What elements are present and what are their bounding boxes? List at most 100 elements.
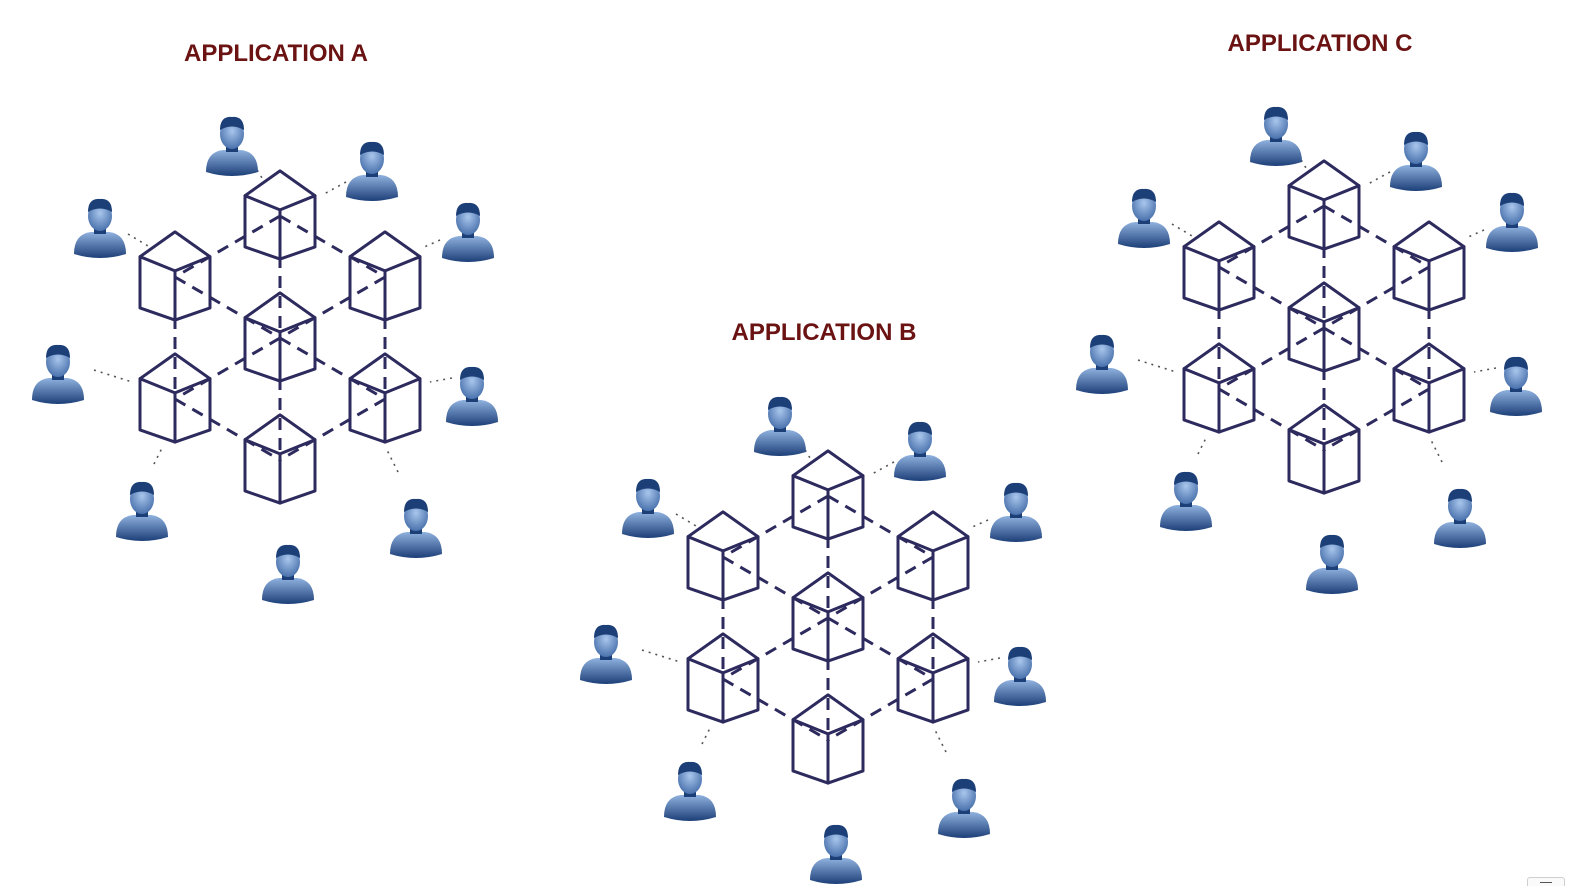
application-b-user-8-icon [938,778,990,838]
application-b-node-1-icon [791,449,865,541]
application-b-user-7-icon [664,761,716,821]
application-b-user-5-icon [580,624,632,684]
application-c-node-4-icon [1287,281,1361,373]
application-a-link [174,214,281,279]
application-a-user-connector [127,233,149,247]
application-c-user-4-icon [1486,192,1538,252]
application-a-user-6-icon [446,366,498,426]
application-b-title: APPLICATION B [732,319,917,346]
application-a-link [174,275,281,340]
application-a-node-3-icon [348,230,422,322]
scroll-corner-widget[interactable] [1527,877,1565,886]
application-b-links [721,494,935,742]
application-a-user-5-icon [32,344,84,404]
application-b-user-6-icon [994,646,1046,706]
application-a: APPLICATION A [32,40,498,604]
application-a-link [174,397,281,462]
application-b-user-connector [977,657,1001,663]
application-c-user-connector [1171,223,1193,237]
application-c-user-9-icon [1306,534,1358,594]
application-c-user-6-icon [1490,356,1542,416]
application-c-user-connector [1465,229,1485,239]
application-b-user-9-icon [810,824,862,884]
application-b-link [827,494,934,559]
application-a-users [32,116,498,604]
application-b-link [722,555,829,620]
application-c-user-5-icon [1076,334,1128,394]
application-a-user-8-icon [390,498,442,558]
application-b-link [827,616,934,681]
application-a-link [279,336,386,401]
application-b-node-2-icon [686,510,760,602]
application-c-link [1323,387,1430,452]
application-a-user-9-icon [262,544,314,604]
application-a-user-connector [323,181,347,195]
application-a-user-connector [429,377,453,383]
application-a-user-1-icon [206,116,258,176]
application-a-title: APPLICATION A [184,40,368,67]
application-c-link [1218,326,1325,391]
application-b-user-connector [969,519,989,529]
application-c-user-3-icon [1118,188,1170,248]
application-b-node-4-icon [791,571,865,663]
application-c-node-2-icon [1182,220,1256,312]
application-c-user-1-icon [1250,106,1302,166]
application-a-user-7-icon [116,481,168,541]
application-c-user-connector [1429,437,1443,463]
application-a-user-4-icon [442,202,494,262]
application-b-link [722,677,829,742]
application-a-user-connector [385,447,399,473]
application-c-user-connector [1197,437,1207,455]
application-a-user-3-icon [74,198,126,258]
application-a-link [279,397,386,462]
application-c: APPLICATION C [1076,30,1542,594]
application-c-link [1323,204,1430,269]
application-a-node-5-icon [138,352,212,444]
application-c-link [1218,387,1325,452]
application-c-user-7-icon [1160,471,1212,531]
application-b-link [827,677,934,742]
application-a-node-4-icon [243,291,317,383]
application-b-link [827,555,934,620]
application-a-user-connector [421,239,441,249]
application-c-link [1323,265,1430,330]
application-b-node-3-icon [896,510,970,602]
application-c-node-1-icon [1287,159,1361,251]
application-a-node-2-icon [138,230,212,322]
application-b-link [722,494,829,559]
application-b-user-2-icon [894,421,946,481]
application-c-user-2-icon [1390,131,1442,191]
application-a-node-6-icon [348,352,422,444]
application-b-user-connector [933,727,947,753]
application-a-node-7-icon [243,413,317,505]
application-a-user-connector [93,369,133,383]
application-c-nodes [1182,159,1466,495]
application-c-node-3-icon [1392,220,1466,312]
application-b-user-1-icon [754,396,806,456]
application-c-user-connector [1367,171,1391,185]
application-c-users [1076,106,1542,594]
application-b-user-connector [675,513,697,527]
application-a-user-2-icon [346,141,398,201]
application-a-nodes [138,169,422,505]
application-c-user-connector [1137,359,1177,373]
application-c-user-8-icon [1434,488,1486,548]
application-c-user-connector [1473,367,1497,373]
application-b-node-6-icon [896,632,970,724]
application-b-node-7-icon [791,693,865,785]
application-c-link [1323,326,1430,391]
application-c-node-6-icon [1392,342,1466,434]
application-a-node-1-icon [243,169,317,261]
application-c-link [1218,265,1325,330]
application-b-link [722,616,829,681]
application-a-user-connector [153,447,163,465]
application-c-node-5-icon [1182,342,1256,434]
application-b-user-4-icon [990,482,1042,542]
application-c-title: APPLICATION C [1228,30,1413,57]
application-b-users [580,396,1046,884]
application-b-user-connector [871,461,895,475]
application-b-user-connector [701,727,711,745]
application-a-link [279,275,386,340]
application-c-link [1218,204,1325,269]
